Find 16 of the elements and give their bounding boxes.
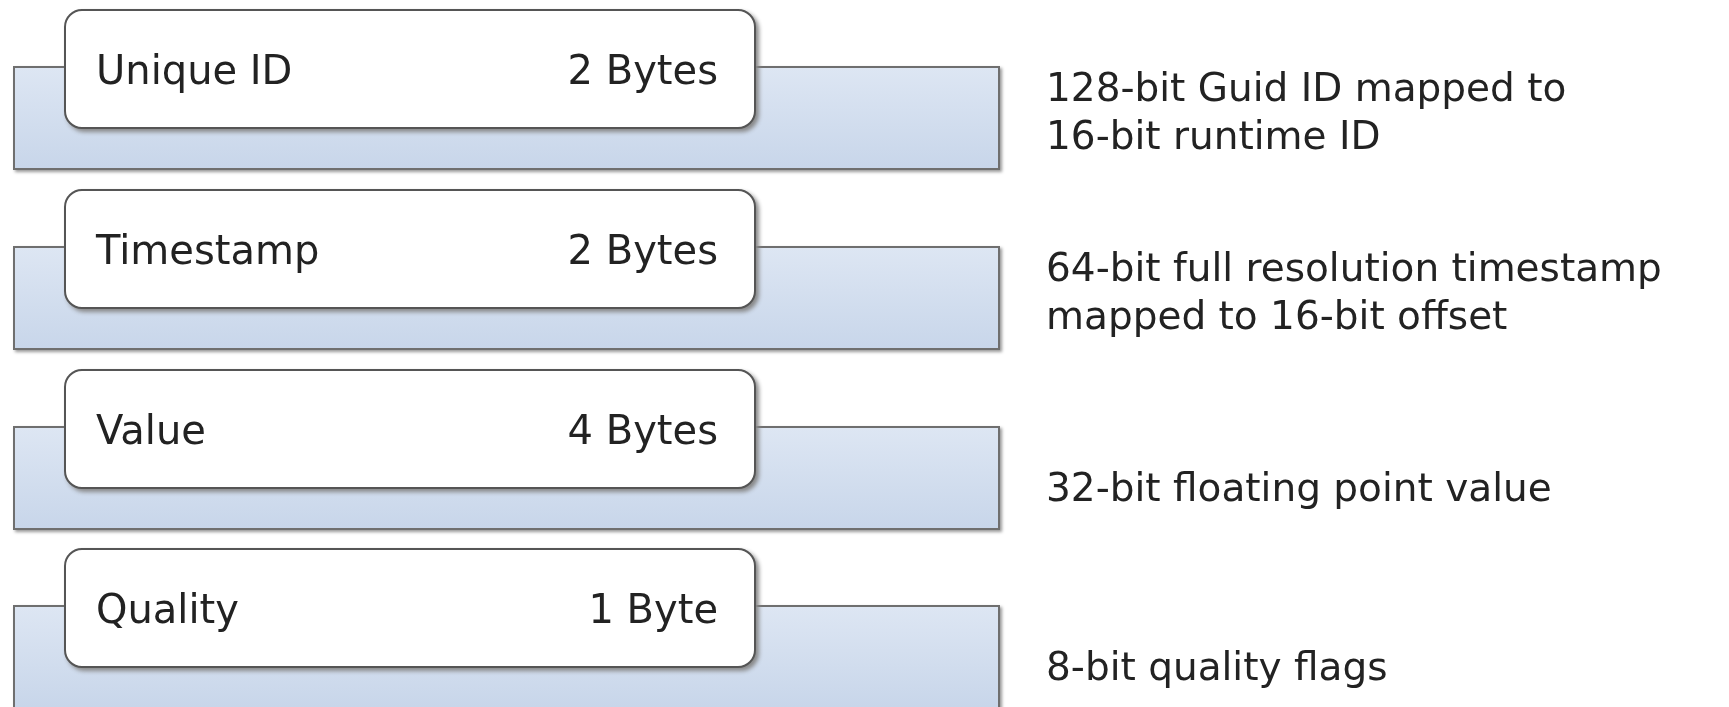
field-name: Value <box>96 407 206 453</box>
field-size: 2 Bytes <box>567 47 718 93</box>
field-description: 128-bit Guid ID mapped to 16-bit runtime ID <box>1046 64 1568 160</box>
field-description: 64-bit full resolution timestamp mapped to 16-bit offset <box>1046 244 1663 340</box>
field-size: 1 Byte <box>588 586 718 632</box>
field-name: Quality <box>96 586 239 632</box>
field-description: 8-bit quality flags <box>1046 643 1389 691</box>
field-name: Unique ID <box>96 47 293 93</box>
field-box <box>64 548 756 668</box>
field-size: 2 Bytes <box>567 227 718 273</box>
field-box <box>64 189 756 309</box>
field-box <box>64 9 756 129</box>
field-name: Timestamp <box>96 227 320 273</box>
field-box <box>64 369 756 489</box>
field-size: 4 Bytes <box>567 407 718 453</box>
field-description: 32-bit floating point value <box>1046 464 1553 512</box>
